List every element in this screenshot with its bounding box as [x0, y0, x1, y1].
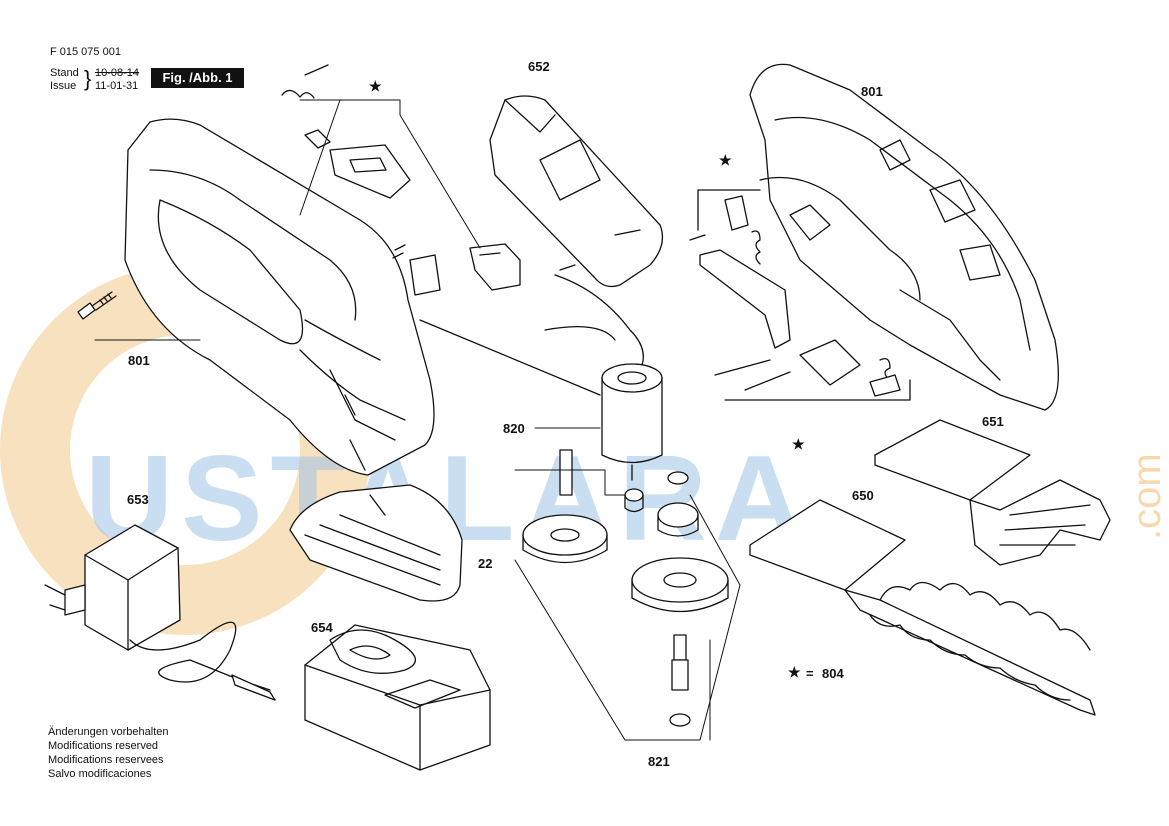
star-marker-lever: ★: [719, 152, 732, 168]
footer-note-fr: Modifications reservees: [48, 754, 164, 766]
figure-label: Fig. /Abb. 1: [151, 68, 244, 88]
star-legend-symbol: ★: [788, 664, 801, 680]
blade-cover: [289, 484, 463, 602]
shrub-blade: [874, 419, 1111, 566]
charger-adapter: [44, 524, 276, 701]
label-650: 650: [852, 488, 874, 503]
switch-slider: [281, 64, 411, 199]
motor: [601, 363, 663, 481]
footer-note-es: Salvo modificaciones: [48, 768, 152, 780]
stand-label: Stand: [50, 67, 79, 79]
screw: [77, 291, 117, 320]
label-654: 654: [311, 620, 333, 635]
star-legend-part: 804: [822, 666, 844, 681]
star-legend-equals: =: [806, 666, 814, 681]
label-653: 653: [127, 492, 149, 507]
stand-date: 10-08-14: [95, 67, 140, 79]
label-801-screw: 801: [128, 353, 150, 368]
star-marker-top: ★: [369, 78, 382, 94]
housing-right-half: [749, 63, 1059, 411]
gears: [522, 449, 729, 727]
footer-note-en: Modifications reserved: [48, 740, 159, 752]
battery-pack: [489, 95, 664, 288]
label-22: 22: [478, 556, 493, 571]
label-820: 820: [503, 421, 525, 436]
lock-lever: [689, 189, 911, 401]
issue-label: Issue: [50, 80, 77, 92]
bracket-lines: [94, 99, 741, 741]
hedge-blade: [749, 499, 1096, 716]
label-651: 651: [982, 414, 1004, 429]
charging-base: [304, 624, 491, 771]
watermark-suffix: .com: [1125, 453, 1169, 540]
housing-left-half: [124, 118, 435, 476]
label-652: 652: [528, 59, 550, 74]
label-821: 821: [648, 754, 670, 769]
star-marker-pins: ★: [792, 436, 805, 452]
doc-number: F 015 075 001: [50, 46, 121, 58]
issue-date: 11-01-31: [95, 80, 139, 92]
brace: }: [84, 66, 92, 91]
footer-note-de: Änderungen vorbehalten: [48, 726, 169, 738]
label-801-housing: 801: [861, 84, 883, 99]
switch-and-wiring: [392, 243, 644, 396]
